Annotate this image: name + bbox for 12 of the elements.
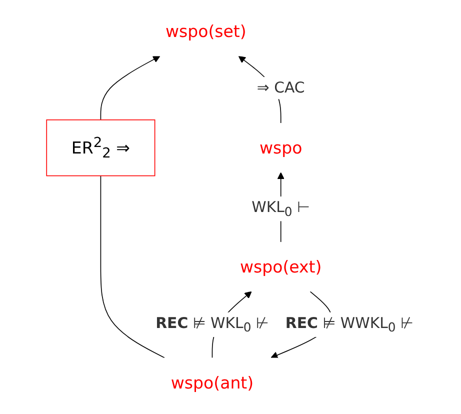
connector	[100, 175, 166, 358]
node-box	[46, 119, 156, 176]
node-text: wspo(set)	[166, 21, 247, 42]
node-text: wspo(ant)	[171, 372, 254, 392]
edge-label: ⇒ CAC	[257, 79, 306, 97]
diagram: ⇒ CAC WKL$_{0}$ ⊢ REC ⊭ WKL$_{0}$ ⊬ REC ⊭ WWKL$_{0}$ ⊬ wspo(set) ER$^{2}$$_{2}$ ⇒ wspo wspo(ext) wspo(ant)	[40, 0, 421, 414]
arrow	[100, 56, 161, 120]
node-text: wspo(ext)	[240, 256, 322, 277]
edge-label: REC ⊭ WKL$_{0}$ ⊬	[156, 314, 270, 336]
edge-label: WKL$_{0}$ ⊢	[252, 198, 310, 220]
node-text: wspo	[260, 138, 303, 158]
edge-label: REC ⊭ WWKL$_{0}$ ⊬	[286, 314, 414, 336]
